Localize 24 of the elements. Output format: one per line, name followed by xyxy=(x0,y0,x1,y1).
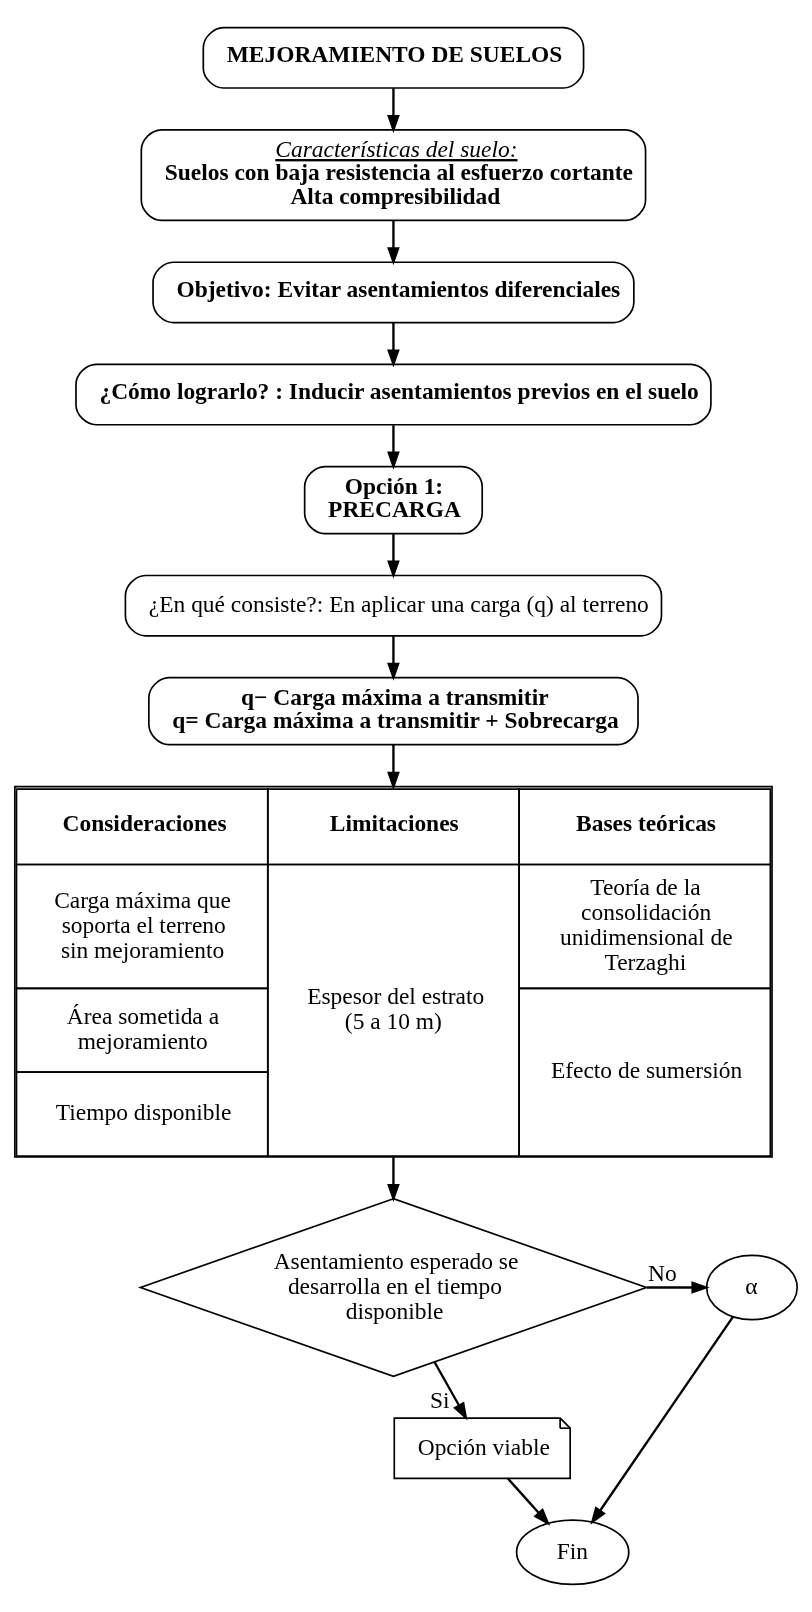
node-ellipse: α xyxy=(705,1254,798,1321)
node-box: MEJORAMIENTO DE SUELOS xyxy=(202,26,585,89)
arrow xyxy=(646,1281,710,1294)
node-box: Características del suelo: Suelos con baja resistencia al esfuerzo cortante Alta compresibilidad xyxy=(140,129,647,222)
arrow xyxy=(387,1156,400,1203)
node-box: q− Carga máxima a transmitir q= Carga máxima a transmitir + Sobrecarga xyxy=(148,676,639,746)
node-box: ¿En qué consiste?: En aplicar una carga (q) al terreno xyxy=(124,574,663,637)
arrow xyxy=(387,88,400,134)
node-box: ¿Cómo lograrlo? : Inducir asentamientos previos en el suelo xyxy=(75,363,712,426)
arrow xyxy=(387,220,400,266)
arrow xyxy=(507,1477,551,1526)
arrow xyxy=(387,322,400,368)
node-diamond: Asentamiento esperado se desarrolla en el tiempo disponible xyxy=(137,1197,649,1378)
arrow xyxy=(387,744,400,790)
arrow xyxy=(387,425,400,470)
arrow xyxy=(590,1316,735,1525)
arrow xyxy=(387,636,400,681)
edge-label: No xyxy=(648,1260,677,1287)
arrow xyxy=(433,1361,468,1421)
node-box: Objetivo: Evitar asentamientos diferenciales xyxy=(152,261,635,324)
node-box: Opción 1: PRECARGA xyxy=(303,465,484,535)
edge-label: Si xyxy=(430,1387,450,1413)
arrow xyxy=(387,534,400,579)
node-ellipse: Fin xyxy=(515,1519,630,1586)
